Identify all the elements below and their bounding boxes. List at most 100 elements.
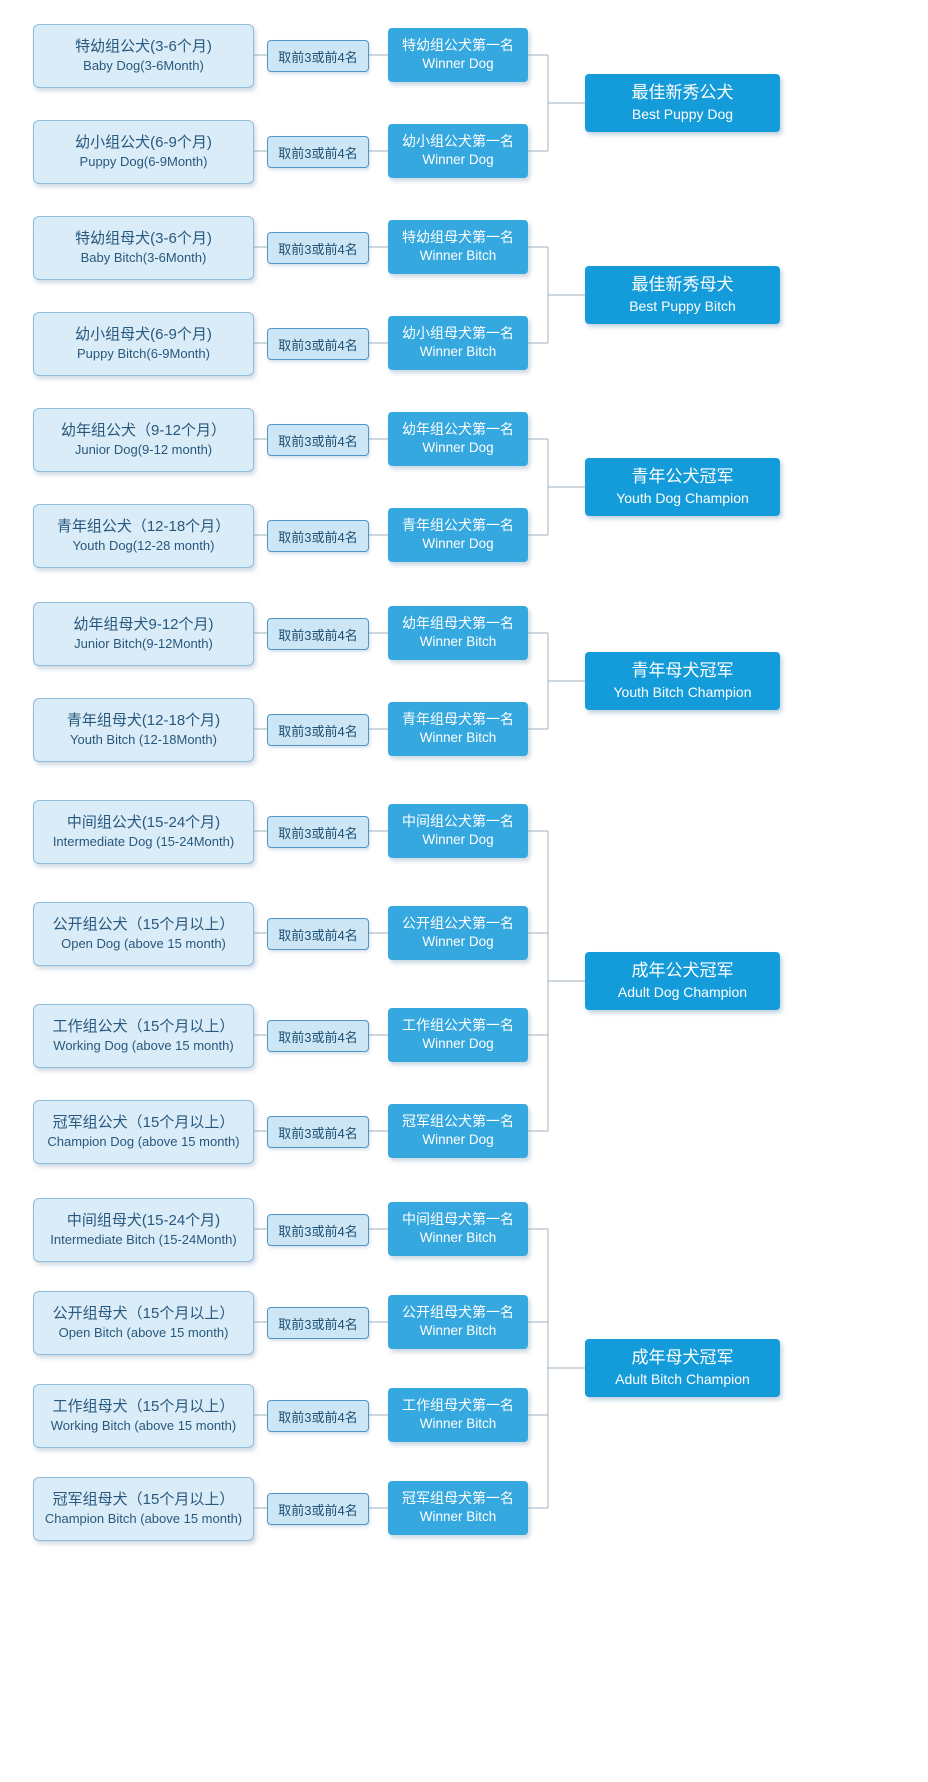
class-box-baby-dog: 特幼组公犬(3-6个月) Baby Dog(3-6Month) <box>33 24 254 88</box>
winner-box-open-dog: 公开组公犬第一名 Winner Dog <box>388 906 528 960</box>
class-box-working-bitch: 工作组母犬（15个月以上） Working Bitch (above 15 mo… <box>33 1384 254 1448</box>
class-name-en: Intermediate Dog (15-24Month) <box>52 833 235 849</box>
winner-name-en: Winner Dog <box>422 55 494 71</box>
class-name-cn: 幼小组公犬(6-9个月) <box>75 134 212 152</box>
winner-name-cn: 特幼组母犬第一名 <box>402 229 514 246</box>
winner-name-en: Winner Bitch <box>419 1508 497 1524</box>
winner-name-en: Winner Dog <box>422 535 494 551</box>
winner-name-cn: 幼小组母犬第一名 <box>402 325 514 342</box>
class-box-open-bitch: 公开组母犬（15个月以上） Open Bitch (above 15 month… <box>33 1291 254 1355</box>
champion-name-en: Best Puppy Dog <box>631 105 734 122</box>
champion-box-adult-bitch-champion: 成年母犬冠军 Adult Bitch Champion <box>585 1339 780 1397</box>
class-box-intermediate-bitch: 中间组母犬(15-24个月) Intermediate Bitch (15-24… <box>33 1198 254 1262</box>
champion-box-youth-bitch-champion: 青年母犬冠军 Youth Bitch Champion <box>585 652 780 710</box>
class-name-cn: 冠军组公犬（15个月以上） <box>52 1114 235 1132</box>
champion-name-cn: 成年公犬冠军 <box>631 960 734 980</box>
class-name-cn: 青年组公犬（12-18个月） <box>56 518 231 536</box>
champion-name-cn: 最佳新秀母犬 <box>631 274 734 294</box>
class-box-youth-dog: 青年组公犬（12-18个月） Youth Dog(12-28 month) <box>33 504 254 568</box>
winner-name-en: Winner Dog <box>422 831 494 847</box>
class-name-en: Puppy Dog(6-9Month) <box>79 153 208 169</box>
class-name-en: Youth Dog(12-28 month) <box>72 537 215 553</box>
class-name-en: Open Dog (above 15 month) <box>61 935 226 951</box>
selector-box-junior-bitch: 取前3或前4名 <box>267 618 369 650</box>
winner-box-puppy-bitch: 幼小组母犬第一名 Winner Bitch <box>388 316 528 370</box>
champion-name-en: Adult Bitch Champion <box>615 1370 750 1387</box>
winner-name-cn: 青年组公犬第一名 <box>402 517 514 534</box>
champion-name-cn: 成年母犬冠军 <box>631 1347 734 1367</box>
winner-name-cn: 公开组公犬第一名 <box>402 915 514 932</box>
winner-name-en: Winner Bitch <box>419 1229 497 1245</box>
class-name-en: Junior Dog(9-12 month) <box>74 441 213 457</box>
selector-box-champion-dog: 取前3或前4名 <box>267 1116 369 1148</box>
class-box-junior-dog: 幼年组公犬（9-12个月） Junior Dog(9-12 month) <box>33 408 254 472</box>
winner-box-puppy-dog: 幼小组公犬第一名 Winner Dog <box>388 124 528 178</box>
selector-box-working-bitch: 取前3或前4名 <box>267 1400 369 1432</box>
class-name-en: Junior Bitch(9-12Month) <box>74 635 213 651</box>
winner-name-cn: 冠军组母犬第一名 <box>402 1490 514 1507</box>
selector-box-open-dog: 取前3或前4名 <box>267 918 369 950</box>
class-box-intermediate-dog: 中间组公犬(15-24个月) Intermediate Dog (15-24Mo… <box>33 800 254 864</box>
champion-name-en: Best Puppy Bitch <box>629 297 736 314</box>
winner-name-cn: 公开组母犬第一名 <box>402 1304 514 1321</box>
winner-name-en: Winner Dog <box>422 151 494 167</box>
winner-name-en: Winner Dog <box>422 1131 494 1147</box>
champion-name-en: Youth Dog Champion <box>616 489 749 506</box>
class-box-champion-dog: 冠军组公犬（15个月以上） Champion Dog (above 15 mon… <box>33 1100 254 1164</box>
class-box-working-dog: 工作组公犬（15个月以上） Working Dog (above 15 mont… <box>33 1004 254 1068</box>
class-name-cn: 幼年组母犬9-12个月) <box>73 616 214 634</box>
champion-box-best-puppy-bitch: 最佳新秀母犬 Best Puppy Bitch <box>585 266 780 324</box>
class-name-cn: 幼年组公犬（9-12个月） <box>60 422 227 440</box>
class-name-en: Open Bitch (above 15 month) <box>58 1324 229 1340</box>
selector-box-baby-dog: 取前3或前4名 <box>267 40 369 72</box>
champion-name-cn: 青年母犬冠军 <box>631 660 734 680</box>
class-name-en: Champion Dog (above 15 month) <box>47 1133 240 1149</box>
class-name-cn: 工作组母犬（15个月以上） <box>52 1398 235 1416</box>
winner-box-open-bitch: 公开组母犬第一名 Winner Bitch <box>388 1295 528 1349</box>
winner-name-en: Winner Bitch <box>419 1415 497 1431</box>
class-name-cn: 特幼组公犬(3-6个月) <box>75 38 212 56</box>
winner-name-cn: 幼年组公犬第一名 <box>402 421 514 438</box>
winner-box-champion-bitch: 冠军组母犬第一名 Winner Bitch <box>388 1481 528 1535</box>
winner-box-junior-bitch: 幼年组母犬第一名 Winner Bitch <box>388 606 528 660</box>
class-name-en: Baby Bitch(3-6Month) <box>80 249 207 265</box>
class-name-en: Youth Bitch (12-18Month) <box>70 731 217 747</box>
class-box-open-dog: 公开组公犬（15个月以上） Open Dog (above 15 month) <box>33 902 254 966</box>
class-name-cn: 冠军组母犬（15个月以上） <box>52 1491 235 1509</box>
winner-name-cn: 青年组母犬第一名 <box>402 711 514 728</box>
winner-box-baby-dog: 特幼组公犬第一名 Winner Dog <box>388 28 528 82</box>
class-name-cn: 公开组公犬（15个月以上） <box>52 916 235 934</box>
class-name-cn: 中间组母犬(15-24个月) <box>66 1212 221 1230</box>
winner-box-youth-bitch: 青年组母犬第一名 Winner Bitch <box>388 702 528 756</box>
winner-name-cn: 中间组母犬第一名 <box>402 1211 514 1228</box>
champion-box-youth-dog-champion: 青年公犬冠军 Youth Dog Champion <box>585 458 780 516</box>
class-name-cn: 幼小组母犬(6-9个月) <box>75 326 212 344</box>
class-name-cn: 特幼组母犬(3-6个月) <box>75 230 212 248</box>
champion-box-adult-dog-champion: 成年公犬冠军 Adult Dog Champion <box>585 952 780 1010</box>
winner-name-en: Winner Dog <box>422 933 494 949</box>
class-name-en: Puppy Bitch(6-9Month) <box>77 345 210 361</box>
winner-name-en: Winner Bitch <box>419 343 497 359</box>
selector-box-intermediate-dog: 取前3或前4名 <box>267 816 369 848</box>
class-name-cn: 工作组公犬（15个月以上） <box>52 1018 235 1036</box>
champion-name-cn: 最佳新秀公犬 <box>631 82 734 102</box>
winner-box-intermediate-dog: 中间组公犬第一名 Winner Dog <box>388 804 528 858</box>
selector-box-puppy-dog: 取前3或前4名 <box>267 136 369 168</box>
winner-name-en: Winner Dog <box>422 439 494 455</box>
winner-name-cn: 幼小组公犬第一名 <box>402 133 514 150</box>
champion-name-en: Youth Bitch Champion <box>613 683 752 700</box>
winner-name-en: Winner Bitch <box>419 1322 497 1338</box>
class-name-en: Working Dog (above 15 month) <box>53 1037 234 1053</box>
champion-name-en: Adult Dog Champion <box>617 983 748 1000</box>
class-box-puppy-bitch: 幼小组母犬(6-9个月) Puppy Bitch(6-9Month) <box>33 312 254 376</box>
winner-box-youth-dog: 青年组公犬第一名 Winner Dog <box>388 508 528 562</box>
winner-box-champion-dog: 冠军组公犬第一名 Winner Dog <box>388 1104 528 1158</box>
selector-box-youth-bitch: 取前3或前4名 <box>267 714 369 746</box>
winner-box-junior-dog: 幼年组公犬第一名 Winner Dog <box>388 412 528 466</box>
selector-box-intermediate-bitch: 取前3或前4名 <box>267 1214 369 1246</box>
winner-box-baby-bitch: 特幼组母犬第一名 Winner Bitch <box>388 220 528 274</box>
winner-name-en: Winner Bitch <box>419 729 497 745</box>
winner-name-en: Winner Dog <box>422 1035 494 1051</box>
class-box-baby-bitch: 特幼组母犬(3-6个月) Baby Bitch(3-6Month) <box>33 216 254 280</box>
